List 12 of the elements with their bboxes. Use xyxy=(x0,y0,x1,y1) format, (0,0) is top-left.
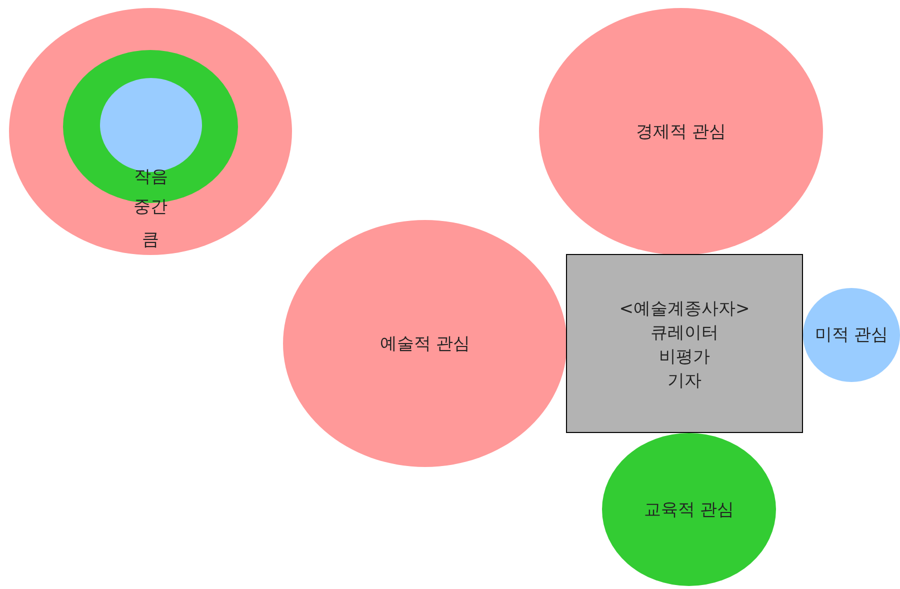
node-label: 비평가 xyxy=(659,346,710,368)
node-label: 경제적 관심 xyxy=(636,120,726,144)
node-label: <예술계종사자> xyxy=(619,298,750,320)
node-label: 큐레이터 xyxy=(650,322,718,344)
node-label: 중간 xyxy=(134,196,168,219)
node-label: 예술적 관심 xyxy=(380,332,470,356)
node-label: 작음 xyxy=(134,166,168,189)
node-label: 기자 xyxy=(668,370,702,392)
rectangle xyxy=(566,254,803,433)
node-label: 큼 xyxy=(142,229,159,252)
node-label: 교육적 관심 xyxy=(644,498,734,522)
node-label: 미적 관심 xyxy=(814,324,888,347)
